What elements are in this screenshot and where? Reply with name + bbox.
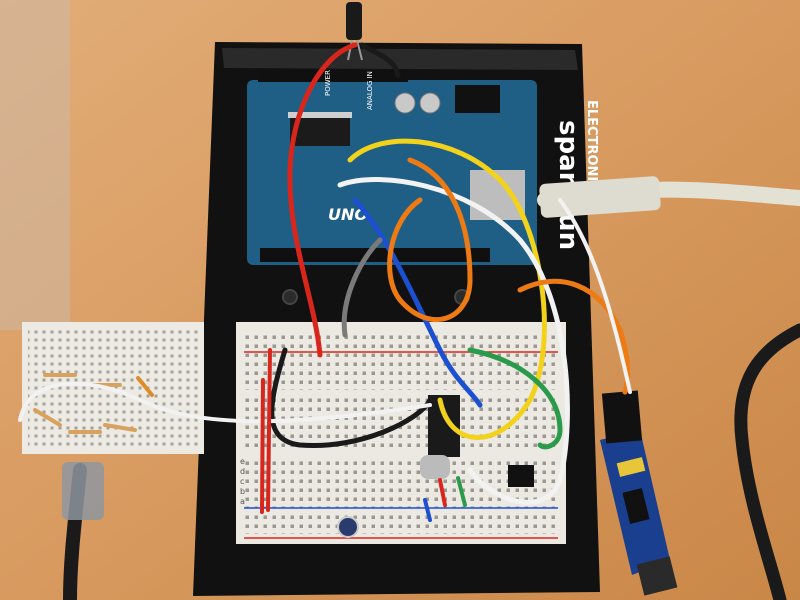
wire-white-ftdi: [558, 198, 632, 394]
arduino-header-top: [258, 70, 408, 82]
arduino-ic-socket: [288, 112, 352, 118]
brand-logo-sub: ELECTRONICS: [584, 100, 599, 200]
ftdi-header: [601, 390, 643, 444]
arduino-header-bottom: [260, 248, 490, 262]
wall-corner: [0, 0, 70, 330]
usb-plug-left: [62, 462, 104, 520]
breadboard-holes-top: [244, 330, 558, 390]
dc-jack: [455, 85, 500, 113]
holder-highlight: [222, 48, 578, 70]
capacitor: [394, 92, 416, 114]
wire-red-vertical: [266, 348, 272, 512]
holder-screw: [282, 289, 298, 305]
wire-green: [467, 347, 563, 450]
wire-white: [337, 177, 570, 505]
ftdi-chip: [622, 488, 650, 524]
wire-green-short: [456, 476, 467, 507]
wire-blue-short: [423, 498, 432, 522]
wires: [18, 42, 632, 522]
row-letter: c: [240, 477, 244, 486]
arduino-chip: [290, 118, 350, 146]
wire-red: [287, 42, 358, 358]
row-letter: e: [240, 457, 245, 466]
usb-plug: [539, 176, 661, 218]
power-header-label: POWER: [324, 70, 332, 96]
resistor: [136, 376, 154, 397]
crystal: [420, 455, 450, 479]
row-letter: d: [240, 467, 245, 476]
wire-gray: [341, 237, 383, 338]
ftdi-jumper: [616, 457, 646, 477]
breadboard-bottom-rail: [244, 512, 558, 534]
ftdi-usb-connector: [636, 556, 678, 596]
wire-black: [359, 42, 401, 78]
resistor: [33, 408, 62, 427]
breadboard-row-letters: a b c d e: [240, 457, 245, 506]
wire-orange: [387, 157, 473, 323]
wire-red-vertical: [260, 378, 265, 514]
row-letter: b: [240, 487, 245, 496]
breadboard-capacitor: [337, 516, 359, 538]
wire-blue: [352, 197, 483, 408]
switch: [508, 465, 534, 487]
wire-red-short: [438, 478, 447, 507]
capacitor-top: [346, 2, 362, 40]
capacitor-lead: [356, 39, 363, 61]
capacitor: [419, 92, 441, 114]
wire-black-long: [269, 347, 433, 449]
analog-header-label: ANALOG IN: [366, 71, 374, 110]
arduino-model-label: UNO: [328, 205, 368, 224]
wire-white-left: [18, 381, 432, 424]
resistor: [103, 423, 137, 432]
capacitor-lead: [347, 39, 353, 61]
row-letter: a: [240, 497, 245, 506]
resistors: [33, 373, 154, 434]
black-cable: [734, 323, 800, 600]
